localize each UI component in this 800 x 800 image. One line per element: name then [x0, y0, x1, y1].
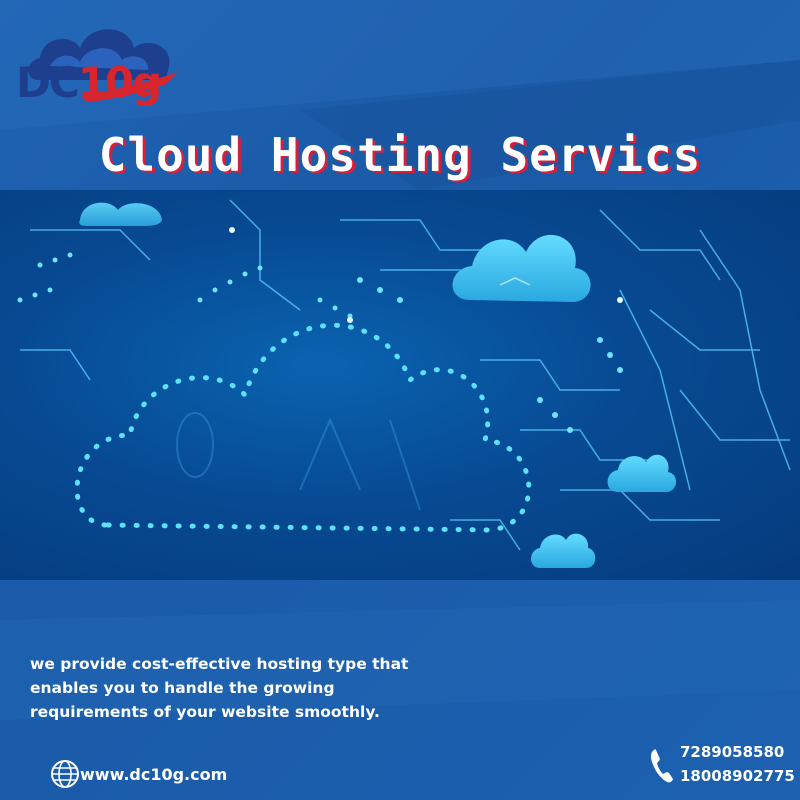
brand-logo: DC10g — [16, 14, 191, 114]
small-cloud-icon — [79, 202, 162, 226]
website-url: www.dc10g.com — [80, 764, 228, 784]
hero-illustration — [0, 190, 800, 580]
phone-number-2[interactable]: 18008902775 — [680, 767, 795, 785]
logo-text-dark: DC — [16, 58, 80, 107]
description-text: we provide cost-effective hosting type t… — [30, 655, 409, 721]
phone-icon — [650, 749, 673, 783]
medium-cloud-icon — [607, 454, 677, 492]
large-cloud-icon — [452, 234, 591, 302]
cloud-network-illustration — [17, 199, 791, 568]
website-link[interactable]: www.dc10g.com — [50, 758, 227, 790]
logo-cloud-icon — [28, 29, 178, 102]
logo-text-red: 10g — [77, 58, 163, 107]
phone-number-1[interactable]: 7289058580 — [680, 743, 785, 761]
contact-phones: 7289058580 18008902775 — [648, 740, 795, 788]
bottom-cloud-icon — [531, 533, 596, 568]
logo-wordmark: DC10g — [16, 58, 163, 107]
globe-icon — [51, 760, 79, 788]
page-title: Cloud Hosting Servics — [98, 128, 702, 182]
